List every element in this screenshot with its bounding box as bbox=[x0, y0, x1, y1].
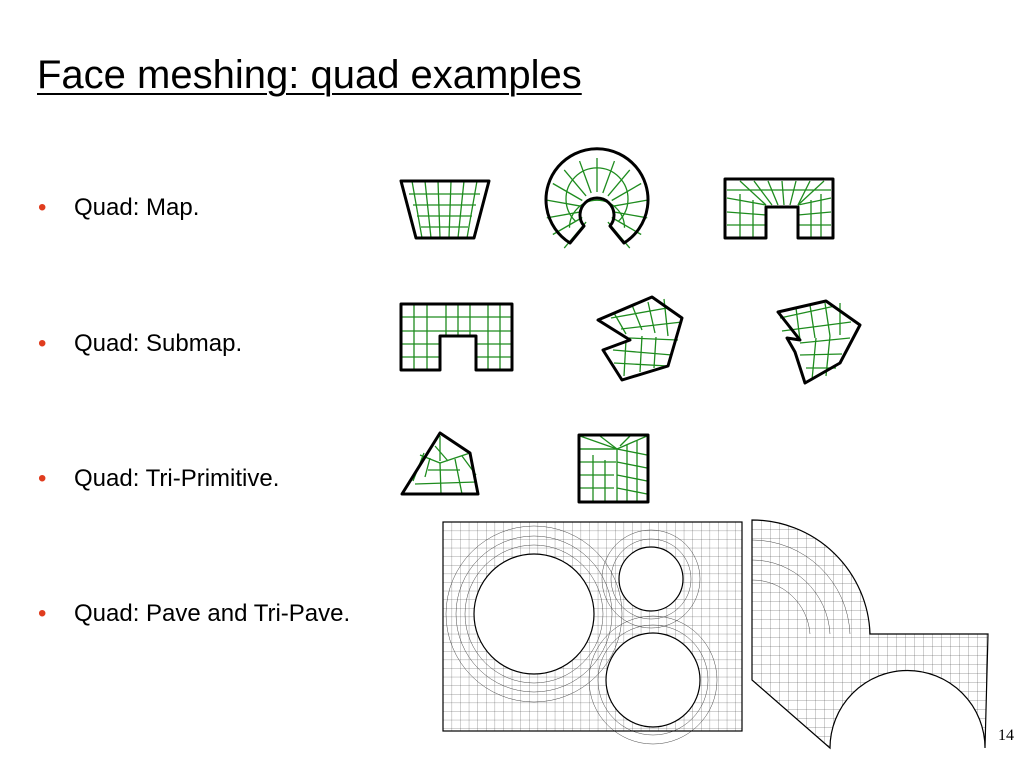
map-horseshoe-mesh bbox=[544, 147, 650, 249]
submap-channel-mesh bbox=[399, 302, 514, 372]
bullet-marker: • bbox=[38, 330, 47, 357]
bullet-marker: • bbox=[38, 194, 47, 221]
bullet-pave: • Quad: Pave and Tri-Pave. bbox=[38, 600, 350, 628]
bullet-map: • Quad: Map. bbox=[38, 194, 199, 222]
map-trapezoid-mesh bbox=[399, 179, 491, 240]
tri-primitive-triangle-mesh bbox=[400, 431, 480, 496]
bullet-text: Quad: Tri-Primitive. bbox=[74, 465, 280, 492]
page-number: 14 bbox=[998, 727, 1014, 744]
bullet-text: Quad: Submap. bbox=[74, 330, 243, 357]
bullet-tri-primitive: • Quad: Tri-Primitive. bbox=[38, 465, 279, 493]
pave-plate-with-holes-mesh bbox=[442, 521, 743, 745]
map-channel-mesh bbox=[723, 177, 835, 240]
submap-bent-shape-mesh bbox=[596, 295, 684, 382]
submap-bent-shape-mesh-2 bbox=[776, 299, 862, 385]
bullet-text: Quad: Pave and Tri-Pave. bbox=[74, 600, 351, 627]
bullet-marker: • bbox=[38, 600, 47, 627]
bullet-text: Quad: Map. bbox=[74, 194, 200, 221]
bullet-submap: • Quad: Submap. bbox=[38, 330, 242, 358]
bullet-marker: • bbox=[38, 465, 47, 492]
tri-primitive-square-mesh bbox=[577, 433, 650, 504]
tri-pave-curved-shape-mesh bbox=[751, 519, 989, 750]
slide-title: Face meshing: quad examples bbox=[37, 53, 582, 97]
